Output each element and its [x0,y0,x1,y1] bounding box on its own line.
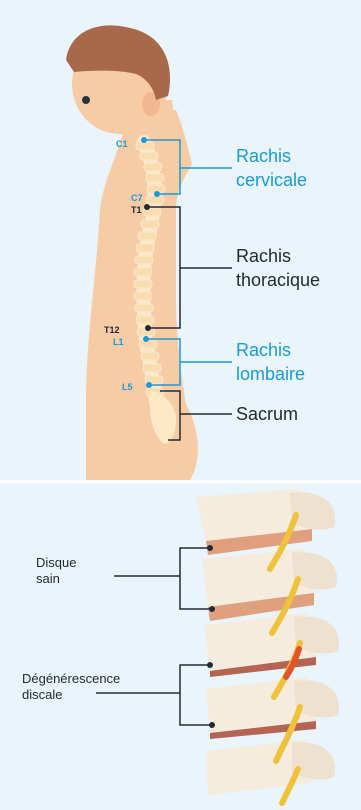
c1-dot [141,137,147,143]
vertebra-segment [136,142,154,150]
vertebra-segment [135,256,153,264]
marker-t1: T1 [131,205,142,215]
vertebra-segment [144,163,162,171]
label-sacrum: Sacrum [236,404,298,424]
label-lumbar-line2: lombaire [236,364,305,384]
vertebra-segment [146,196,164,204]
eye [82,96,90,104]
marker-l5: L5 [122,382,133,392]
dot-healthy-2 [209,606,215,612]
vertebra-segment [140,152,158,160]
vertebra-segment [146,174,164,182]
label-lumbar-line1: Rachis [236,340,291,360]
marker-l1: L1 [113,337,124,347]
vertebra-segment [134,280,152,288]
dot-degeneration-1 [207,662,213,668]
c7-dot [154,191,160,197]
vertebra-segment [141,220,159,228]
marker-t12: T12 [104,325,120,335]
dot-degeneration-2 [209,722,215,728]
marker-c7: C7 [131,193,143,203]
vertebra-segment [136,316,154,324]
vertebra-segment [138,232,156,240]
spine-illustration: C1 C7 T1 T12 L1 L5 Rachis cervicale Rach… [0,0,361,480]
vertebra-segment [134,292,152,300]
l5-dot [146,382,152,388]
leader-healthy [114,548,212,609]
disc-illustration: Disque sain Dégénérescence discale [0,483,361,810]
vertebra-segment [135,304,153,312]
t1-dot [144,204,150,210]
spine-panel: C1 C7 T1 T12 L1 L5 Rachis cervicale Rach… [0,0,361,480]
vertebra-segment [134,268,152,276]
vertebra-segment [136,244,154,252]
label-thoracic-line1: Rachis [236,246,291,266]
l1-dot [143,336,149,342]
dot-healthy-1 [207,545,213,551]
vertebra-segment [141,352,159,360]
vertebra-segment [143,364,161,372]
label-degeneration-line2: discale [22,687,62,702]
label-degeneration-line1: Dégénérescence [22,671,120,686]
label-thoracic-line2: thoracique [236,270,320,290]
label-healthy-line1: Disque [36,555,76,570]
label-cervical-line2: cervicale [236,170,307,190]
marker-c1: C1 [116,139,128,149]
t12-dot [145,325,151,331]
label-cervical-line1: Rachis [236,146,291,166]
label-healthy-line2: sain [36,571,60,586]
disc-panel: Disque sain Dégénérescence discale [0,483,361,810]
